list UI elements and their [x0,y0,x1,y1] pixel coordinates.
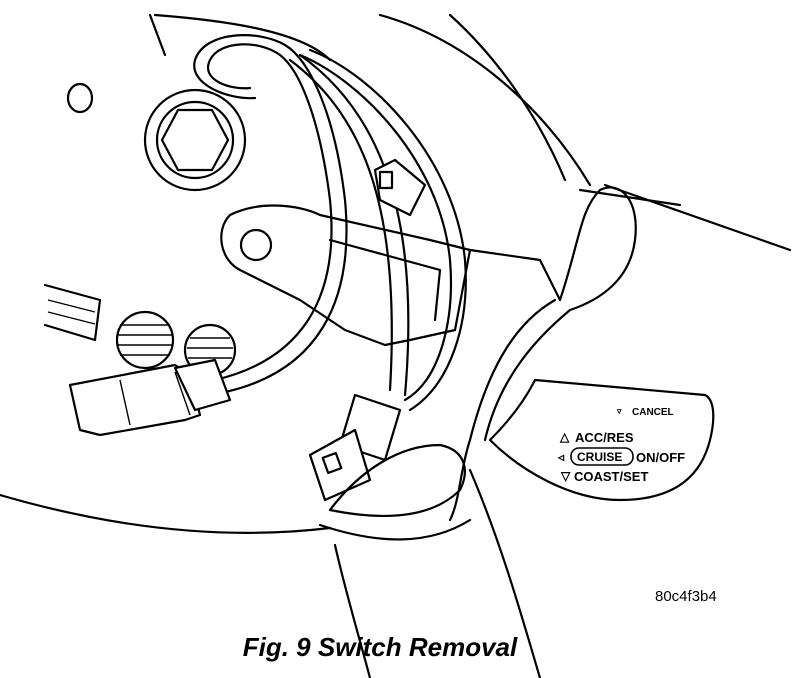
acc-res-label: ACC/RES [575,430,634,445]
retaining-nut [143,88,247,192]
on-off-label: ON/OFF [636,450,685,465]
hub-trim [318,186,637,541]
image-code: 80c4f3b4 [655,588,717,605]
cruise-label-outline [570,447,634,466]
cancel-label: CANCEL [632,407,674,418]
hatched-openings [43,283,237,377]
mounting-hole [66,82,94,114]
cancel-arrow-icon: ▿ [616,406,622,416]
on-off-arrow-icon: ◃ [557,450,565,464]
switch-connector [308,393,402,502]
cruise-label: CRUISE [577,450,622,464]
coast-set-arrow-icon: ▽ [560,469,571,483]
figure-caption: Fig. 9 Switch Removal [242,632,518,662]
cruise-switch-pad: CANCEL ▿ △ ACC/RES ◃ CRUISE ON/OFF ▽ COA… [488,378,715,502]
steering-wheel-hub [0,13,792,678]
coast-set-label: COAST/SET [574,469,648,484]
harness-connector [68,358,232,437]
wiring-harness [193,34,467,412]
upper-connector [373,158,427,217]
acc-res-arrow-icon: △ [559,430,570,444]
